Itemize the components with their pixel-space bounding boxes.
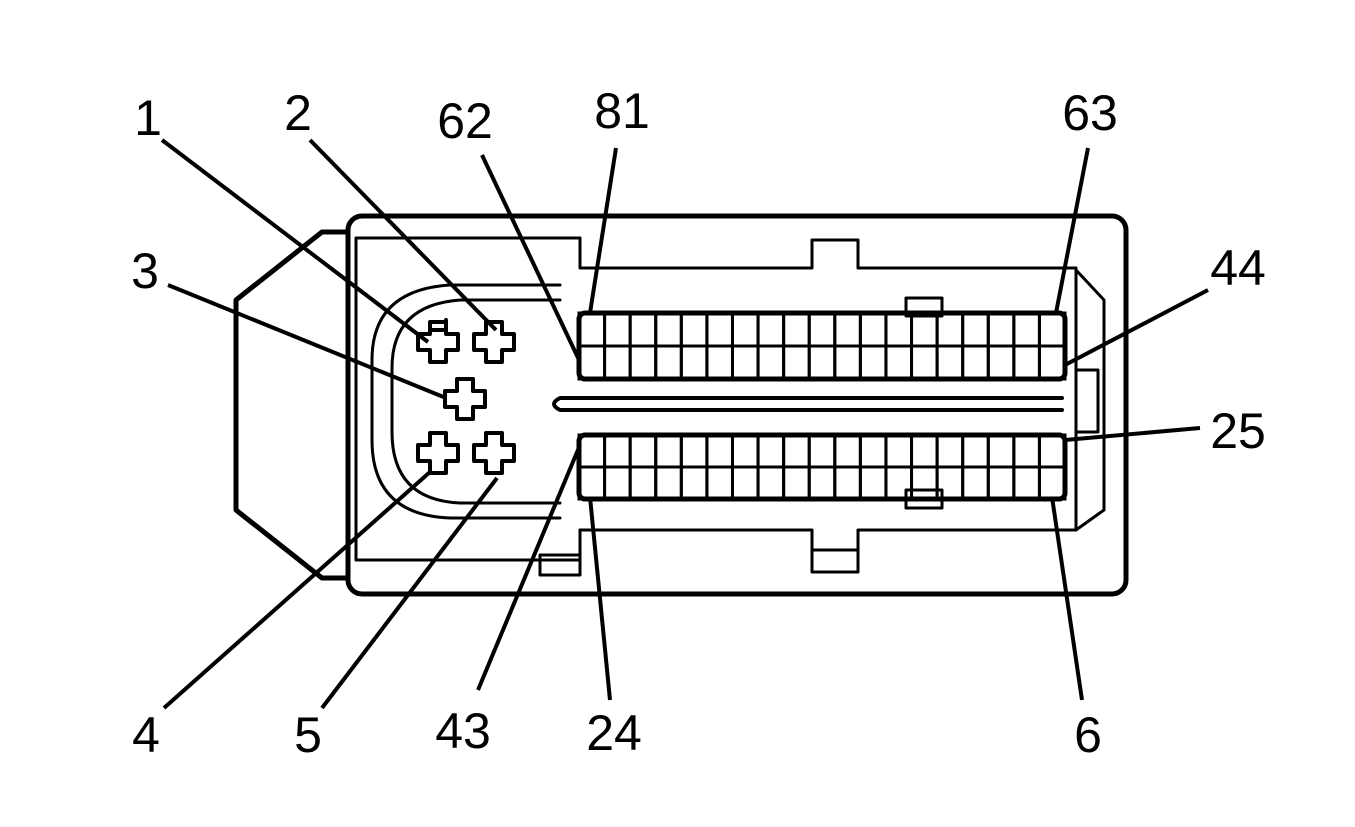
cavity-cell [807,433,837,469]
pin-label-24: 24 [586,705,642,761]
cavity-cell [935,311,965,348]
cavity-cell [730,344,760,381]
cavity-cell [679,433,709,469]
cavity-cell [577,465,607,501]
cavity-cell [782,433,811,469]
pin-label-5: 5 [294,707,322,763]
cavity-cell [679,465,709,501]
cavity-cell [654,344,683,381]
cavity-cell [705,311,734,348]
cavity-cell [782,311,811,348]
pin-label-62: 62 [437,93,493,149]
cavity-cell [782,344,811,381]
pin-label-4: 4 [132,707,160,763]
large-cavity-5 [472,431,516,475]
cavity-cell [756,344,786,381]
connector-body [233,213,1129,597]
cavity-cell [1012,311,1041,348]
cavity-cell [986,433,1016,469]
cavity-cell [807,344,837,381]
cavity-cell [756,311,786,348]
cavity-cell [910,344,939,381]
cavity-cell [1037,311,1067,348]
pin-label-81: 81 [594,83,650,139]
pin-label-6: 6 [1074,707,1102,763]
cavity-cell [910,465,939,501]
cavity-cell [1037,344,1067,381]
cavity-cell [654,433,683,469]
cavity-cell [705,465,734,501]
cavity-cell [577,433,607,469]
cavity-cell [884,311,914,348]
cavity-cell [577,344,607,381]
cavity-cell [833,465,862,501]
pin-label-1: 1 [134,90,162,146]
pin-label-2: 2 [284,85,312,141]
cavity-cell [1037,433,1067,469]
cavity-cell [910,311,939,348]
cavity-cell [679,311,709,348]
cavity-cell [961,344,990,381]
cavity-cell [833,433,862,469]
large-cavity-3 [443,377,487,421]
cavity-cell [884,344,914,381]
cavity-cell [730,311,760,348]
cavity-cell [833,344,862,381]
large-cavity-4 [416,431,460,475]
cavity-cell [603,344,632,381]
lower-cavity-grid [577,433,1067,501]
cavity-cell [910,433,939,469]
cavity-cell [705,433,734,469]
cavity-cell [628,344,658,381]
pin-label-44: 44 [1210,240,1266,296]
cavity-cell [961,311,990,348]
cavity-cell [884,433,914,469]
cavity-cell [628,311,658,348]
cavity-cell [654,311,683,348]
upper-cavity-grid [577,311,1067,381]
pin-label-3: 3 [131,243,159,299]
cavity-cell [935,344,965,381]
pin-labels: 1 2 62 81 63 3 44 25 4 5 43 24 6 [131,83,1266,763]
cavity-cell [807,465,837,501]
cavity-cell [730,465,760,501]
cavity-cell [782,465,811,501]
cavity-cell [730,433,760,469]
cavity-cell [1037,465,1067,501]
cavity-cell [756,465,786,501]
large-cavities [416,318,516,475]
cavity-cell [654,465,683,501]
cavity-cell [961,433,990,469]
cavity-cell [858,433,888,469]
cavity-cell [705,344,734,381]
cavity-cell [577,311,607,348]
pin-label-25: 25 [1210,403,1266,459]
cavity-cell [884,465,914,501]
large-cavity-1 [416,318,460,364]
cavity-cell [1012,433,1041,469]
pin-label-63: 63 [1062,85,1118,141]
cavity-cell [756,433,786,469]
cavity-cell [1012,344,1041,381]
cavity-cell [858,465,888,501]
cavity-cell [628,465,658,501]
cavity-cell [858,311,888,348]
cavity-cell [1012,465,1041,501]
cavity-cell [679,344,709,381]
cavity-cell [807,311,837,348]
cavity-cell [603,465,632,501]
cavity-cell [986,311,1016,348]
pin-label-43: 43 [435,703,491,759]
cavity-cell [961,465,990,501]
cavity-cell [603,311,632,348]
cavity-cell [833,311,862,348]
cavity-cell [986,465,1016,501]
cavity-cell [986,344,1016,381]
cavity-cell [858,344,888,381]
cavity-cell [935,433,965,469]
leader-lines [160,138,1209,710]
cavity-cell [603,433,632,469]
cavity-cell [628,433,658,469]
